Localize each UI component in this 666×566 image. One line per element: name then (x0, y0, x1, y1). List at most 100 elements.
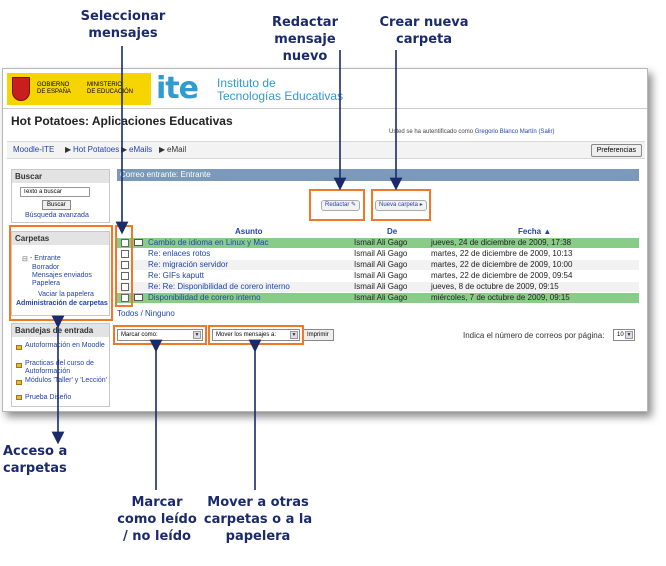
table-row[interactable]: Cambio de idioma en Linux y Mac Ismail A… (117, 238, 639, 248)
folder-icon (16, 363, 22, 368)
column-date[interactable]: Fecha ▲ (518, 227, 552, 236)
row-subject[interactable]: Re: enlaces rotos (148, 249, 211, 258)
row-checkbox[interactable] (121, 239, 129, 247)
chevron-down-icon: ▼ (290, 331, 298, 339)
folder-trash[interactable]: Papelera (32, 280, 61, 287)
folder-icon (16, 380, 22, 385)
table-row[interactable]: Re: migración servidor Ismail Ali Gago m… (117, 260, 639, 270)
print-button[interactable]: Imprimir (302, 329, 334, 341)
row-date: martes, 22 de diciembre de 2009, 10:00 (431, 260, 573, 269)
table-row[interactable]: Re: GIFs kaputt Ismail Ali Gago martes, … (117, 271, 639, 281)
search-button[interactable]: Buscar (42, 200, 71, 210)
folder-add-icon: ▸ (419, 202, 423, 208)
folder-inbox[interactable]: - Entrante (30, 255, 61, 262)
row-subject[interactable]: Re: GIFs kaputt (148, 271, 205, 280)
row-from: Ismail Ali Gago (354, 293, 408, 302)
row-checkbox[interactable] (121, 272, 129, 280)
per-page-select[interactable]: 10▼ (613, 329, 635, 341)
row-checkbox[interactable] (121, 294, 129, 302)
site-title: Hot Potatoes: Aplicaciones Educativas (11, 114, 233, 128)
row-checkbox[interactable] (121, 283, 129, 291)
row-checkbox[interactable] (121, 261, 129, 269)
advanced-search-link[interactable]: Búsqueda avanzada (25, 212, 89, 219)
user-link[interactable]: Gregorio Blanco Martín (474, 129, 537, 135)
highlight-checkboxes (115, 225, 133, 307)
mark-as-select[interactable]: Marcar como:▼ (117, 329, 203, 341)
callout-folder-access: Acceso a carpetas (3, 444, 68, 476)
ite-logo: ite (156, 71, 199, 106)
row-from: Ismail Ali Gago (354, 271, 408, 280)
mail-folder-header: Correo entrante: Entrante (117, 169, 639, 181)
row-from: Ismail Ali Gago (354, 249, 408, 258)
envelope-icon (134, 294, 143, 301)
select-none-link[interactable]: Ninguno (145, 309, 175, 318)
inbox-item-2[interactable]: Practicas del curso de Autoformación (25, 360, 94, 375)
envelope-icon (134, 239, 143, 246)
select-all-link[interactable]: Todos (117, 309, 139, 318)
new-folder-button[interactable]: Nueva carpeta ▸ (375, 200, 427, 211)
folder-expand-icon[interactable]: ⊟ (22, 256, 28, 263)
search-block-title: Buscar (12, 170, 109, 183)
row-date: martes, 22 de diciembre de 2009, 09:54 (431, 271, 573, 280)
row-date: martes, 22 de diciembre de 2009, 10:13 (431, 249, 573, 258)
breadcrumb-separator-icon: ▶ (121, 145, 128, 154)
logout-link[interactable]: (Salir) (538, 129, 555, 135)
breadcrumb-separator-icon: ▶ (159, 145, 166, 154)
table-row[interactable]: Disponibilidad de corero interno Ismail … (117, 293, 639, 303)
inbox-item-4[interactable]: Prueba Diseño (25, 394, 72, 401)
row-subject[interactable]: Re: migración servidor (148, 260, 229, 269)
chevron-down-icon: ▼ (193, 331, 201, 339)
row-date: jueves, 8 de octubre de 2009, 09:15 (431, 282, 559, 291)
compose-button[interactable]: Redactar ✎ (321, 200, 361, 211)
chevron-down-icon: ▼ (625, 331, 633, 339)
inbox-block-title: Bandejas de entrada (12, 324, 109, 337)
breadcrumb-moodle-ite[interactable]: Moodle-ITE (13, 145, 55, 154)
highlight-new-folder (371, 189, 431, 221)
row-from: Ismail Ali Gago (354, 260, 408, 269)
preferences-button[interactable]: Preferencias (590, 144, 642, 157)
table-row[interactable]: Re: enlaces rotos Ismail Ali Gago martes… (117, 249, 639, 259)
breadcrumb-emails[interactable]: eMails (129, 145, 153, 154)
inbox-block: Bandejas de entrada Autoformación en Moo… (11, 323, 110, 407)
row-from: Ismail Ali Gago (354, 282, 408, 291)
row-subject[interactable]: Re: Re: Disponibilidad de corero interno (148, 282, 290, 291)
highlight-move-to (208, 325, 304, 345)
search-block: Buscar Buscar Búsqueda avanzada (11, 169, 110, 223)
folder-icon (16, 345, 22, 350)
column-from[interactable]: De (387, 227, 398, 236)
selection-links: Todos / Ninguno (117, 309, 175, 318)
search-input[interactable] (20, 187, 90, 197)
folders-block: Carpetas ⊟ - Entrante Borrador Mensajes … (11, 231, 110, 316)
sort-up-icon: ▲ (543, 227, 552, 236)
inbox-item-1[interactable]: Autoformación en Moodle (25, 342, 105, 349)
row-subject[interactable]: Disponibilidad de corero interno (148, 293, 261, 302)
row-checkbox[interactable] (121, 250, 129, 258)
empty-trash-link[interactable]: Vaciar la papelera (38, 291, 94, 298)
folder-admin-link[interactable]: Administración de carpetas (16, 300, 108, 307)
breadcrumb: Moodle-ITE ▶ Hot Potatoes ▶ eMails ▶ eMa… (7, 141, 645, 159)
folder-sent[interactable]: Mensajes enviados (32, 272, 92, 279)
compose-icon: ✎ (351, 202, 357, 208)
folder-icon (16, 395, 22, 400)
folder-drafts[interactable]: Borrador (32, 264, 60, 271)
row-date: miércoles, 7 de octubre de 2009, 09:15 (431, 293, 570, 302)
row-subject[interactable]: Cambio de idioma en Linux y Mac (148, 238, 269, 247)
table-row[interactable]: Re: Re: Disponibilidad de corero interno… (117, 282, 639, 292)
column-subject[interactable]: Asunto (235, 227, 263, 236)
folders-block-title: Carpetas (12, 232, 109, 245)
inbox-item-3[interactable]: Módulos 'Taller' y 'Lección' (25, 377, 107, 384)
highlight-compose (309, 189, 365, 221)
breadcrumb-hot-potatoes[interactable]: Hot Potatoes (73, 145, 120, 154)
highlight-mark-as (113, 325, 207, 345)
breadcrumb-separator-icon: ▶ (65, 145, 72, 154)
row-date: jueves, 24 de diciembre de 2009, 17:38 (431, 238, 572, 247)
per-page-label: Indica el número de correos por página: (463, 331, 605, 340)
row-from: Ismail Ali Gago (354, 238, 408, 247)
